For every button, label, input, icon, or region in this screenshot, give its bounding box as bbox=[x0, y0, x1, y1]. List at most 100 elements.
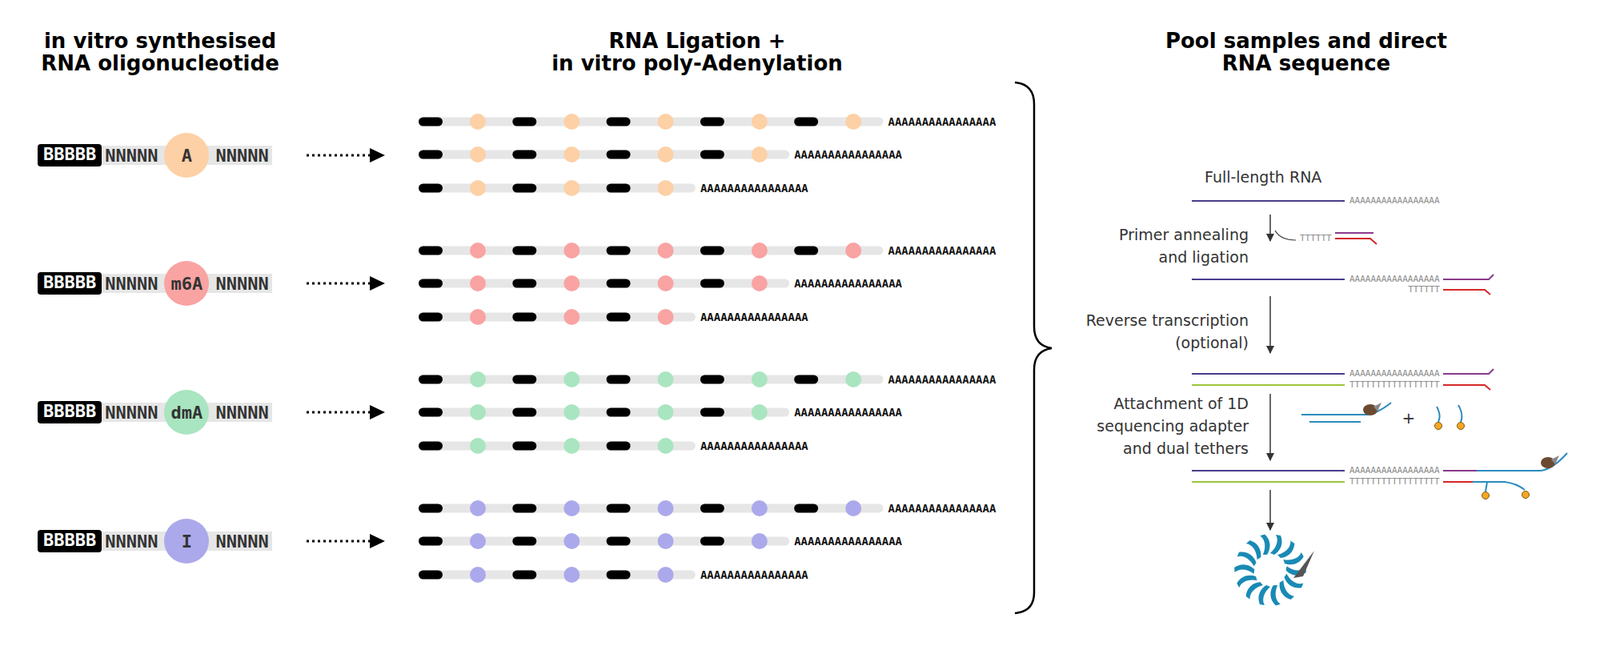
primer-strand bbox=[1335, 232, 1374, 234]
barcode-segment bbox=[606, 570, 631, 580]
barcode-segment bbox=[418, 279, 443, 289]
tether bbox=[1435, 422, 1443, 430]
dotted-arrows bbox=[306, 148, 385, 549]
random-sequence-band: NNNNN bbox=[101, 531, 161, 551]
barcode-segment bbox=[606, 150, 631, 160]
modified-base bbox=[563, 404, 580, 421]
rna-strand bbox=[1191, 278, 1345, 281]
text-line: in vitro synthesised bbox=[40, 29, 280, 53]
modified-base bbox=[657, 404, 674, 421]
random-sequence-band: NNNNN bbox=[101, 402, 161, 422]
primer-curve bbox=[1275, 230, 1296, 241]
modified-base bbox=[469, 404, 486, 421]
barcode-segment bbox=[418, 117, 443, 127]
sequence-text: NNNNN bbox=[104, 273, 158, 294]
random-sequence-band: NNNNN bbox=[212, 531, 272, 551]
barcode-text: BBBBB bbox=[43, 401, 97, 422]
poly-a-tail: AAAAAAAAAAAAAAAA bbox=[888, 244, 997, 257]
random-sequence-band: NNNNN bbox=[101, 273, 161, 293]
dotted-arrow bbox=[306, 282, 370, 285]
tether bbox=[1436, 406, 1440, 422]
modified-base bbox=[657, 146, 674, 163]
pore-blade bbox=[1282, 548, 1306, 570]
barcode-segment bbox=[606, 279, 631, 289]
tether bbox=[1457, 422, 1465, 430]
modified-base bbox=[563, 371, 580, 388]
barcode-segment bbox=[418, 504, 443, 514]
modified-base bbox=[469, 308, 486, 325]
pore-blade bbox=[1270, 534, 1283, 555]
modified-base bbox=[657, 437, 674, 454]
pore-blade bbox=[1233, 561, 1256, 578]
barcode-segment bbox=[512, 246, 537, 256]
poly-a-tail: AAAAAAAAAAAAAAAA bbox=[700, 181, 809, 195]
barcode-segment bbox=[606, 408, 631, 418]
text-line: sequencing adapter bbox=[1096, 414, 1249, 438]
column-heading: in vitro synthesised RNA oligonucleotide bbox=[40, 29, 280, 75]
poly-a-tail: AAAAAAAAAAAAAAAA bbox=[888, 115, 997, 129]
modified-base bbox=[563, 146, 580, 163]
modified-base bbox=[657, 566, 674, 583]
rna-backbone bbox=[418, 570, 696, 580]
pore-blade bbox=[1235, 569, 1260, 592]
oligo-backbone bbox=[37, 145, 273, 551]
rna-strand bbox=[1191, 469, 1345, 472]
modified-base bbox=[845, 242, 862, 259]
modified-base bbox=[469, 146, 486, 163]
pore-blade bbox=[1243, 538, 1267, 561]
barcode-segment bbox=[700, 375, 725, 385]
modified-base bbox=[563, 308, 580, 325]
plus-sign: + bbox=[1402, 409, 1416, 427]
sequence-text: NNNNN bbox=[215, 531, 269, 552]
rna-backbone bbox=[418, 117, 884, 127]
pore-blade bbox=[1244, 578, 1264, 602]
rna-backbone bbox=[418, 375, 884, 385]
tether bbox=[1482, 492, 1490, 500]
barcode-segment bbox=[606, 184, 631, 193]
modified-base bbox=[469, 113, 486, 130]
barcode-segment bbox=[793, 246, 819, 256]
barcode-segment bbox=[418, 537, 443, 546]
text-line: Attachment of 1D bbox=[1096, 392, 1249, 415]
poly-a-tail: AAAAAAAAAAAAAAAA bbox=[700, 439, 809, 453]
adapter-strand bbox=[1443, 274, 1494, 280]
sequence-label: AAAAAAAAAAAAAAAAA bbox=[1349, 368, 1440, 379]
adapter-strand bbox=[1443, 368, 1494, 374]
rna-strand bbox=[1191, 372, 1345, 375]
modified-base bbox=[563, 242, 580, 259]
sequence-label: TTTTTT bbox=[1407, 284, 1440, 295]
poly-a-tail: AAAAAAAAAAAAAAAA bbox=[700, 568, 809, 582]
text-line: RNA Ligation + bbox=[551, 29, 843, 53]
nucleotide-circle: m6A bbox=[164, 260, 209, 306]
barcode-segment bbox=[418, 312, 443, 322]
base-label: m6A bbox=[171, 273, 204, 294]
primer-strand bbox=[1443, 384, 1491, 390]
random-sequence-band: NNNNN bbox=[101, 145, 161, 165]
modified-base bbox=[657, 275, 674, 292]
barcode-segment bbox=[418, 375, 443, 385]
modified-base bbox=[657, 533, 674, 550]
step-label: Reverse transcription (optional) bbox=[1086, 308, 1249, 354]
rna-backbone bbox=[418, 184, 696, 193]
barcode-segment bbox=[606, 312, 631, 322]
step-label: Attachment of 1D sequencing adapter and … bbox=[1096, 392, 1249, 460]
barcode-segment bbox=[512, 117, 537, 127]
pore-blade bbox=[1258, 585, 1271, 606]
sequence-label: AAAAAAAAAAAAAAAAA bbox=[1349, 196, 1440, 206]
barcode-text: BBBBB bbox=[43, 529, 97, 550]
ligation-products bbox=[418, 113, 884, 583]
modified-base bbox=[751, 146, 768, 163]
base-label: dmA bbox=[171, 402, 204, 423]
modified-base bbox=[563, 180, 580, 197]
modified-base bbox=[657, 371, 674, 388]
barcode-segment bbox=[700, 408, 725, 418]
modified-base bbox=[469, 242, 486, 259]
rna-backbone bbox=[418, 312, 696, 322]
dotted-arrow bbox=[306, 540, 370, 543]
barcode-segment bbox=[606, 246, 631, 256]
adapter-strand bbox=[1443, 469, 1477, 472]
sequence-text: NNNNN bbox=[104, 531, 158, 552]
modified-base bbox=[469, 533, 486, 550]
barcode-segment bbox=[512, 537, 537, 546]
sequence-text: NNNNN bbox=[215, 273, 269, 294]
